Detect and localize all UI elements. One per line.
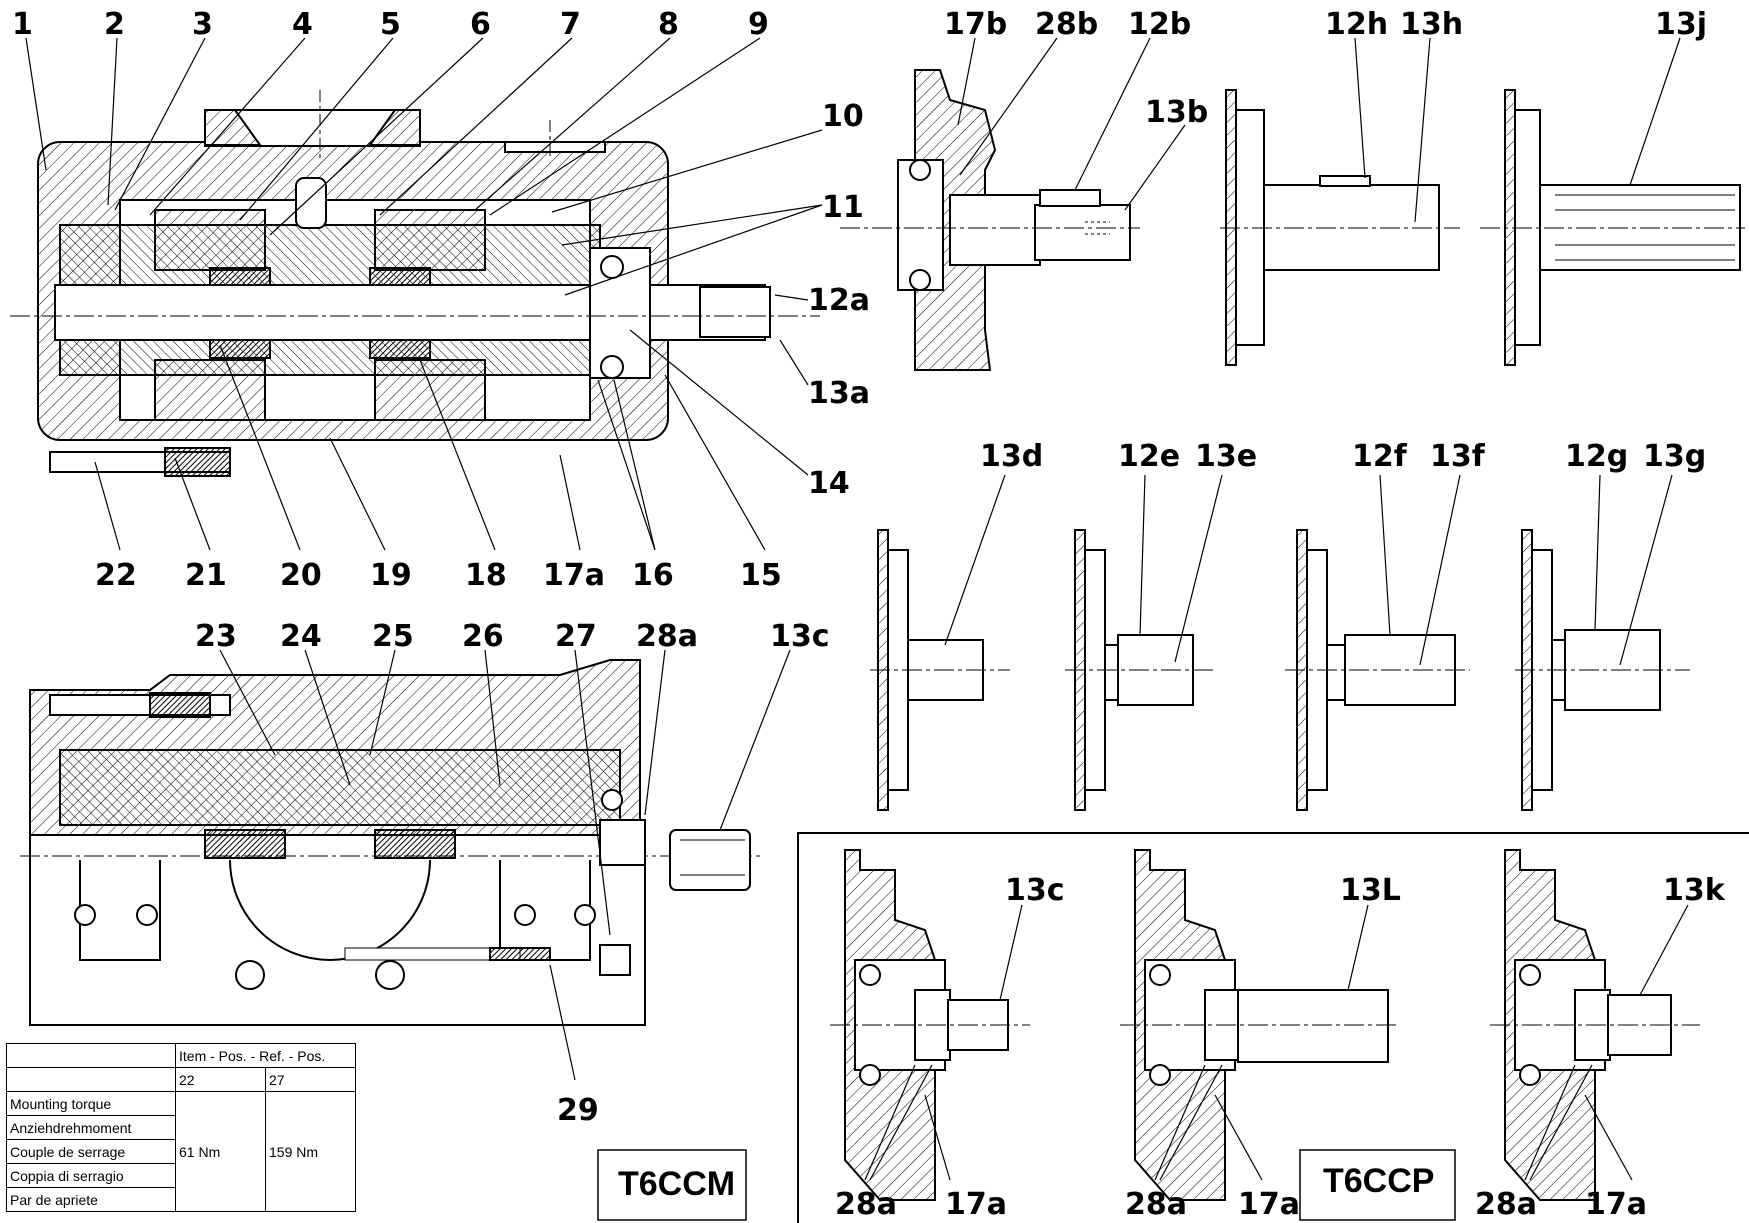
callout-29: 29 [557, 1093, 599, 1128]
callout-12g: 12g [1565, 439, 1628, 474]
table-corner [6, 1043, 176, 1068]
table-row-label: Couple de serrage [6, 1139, 176, 1164]
callout-box-17a-2: 17a [1238, 1187, 1300, 1222]
table-row-label: Coppia di serragio [6, 1163, 176, 1188]
callout-21: 21 [185, 558, 227, 593]
callout-13c: 13c [770, 619, 830, 654]
callout-11: 11 [822, 190, 864, 225]
callout-13g: 13g [1643, 439, 1706, 474]
t6ccp-variant-c-leaders [864, 904, 1023, 1181]
shaft-variant-g [1515, 529, 1690, 811]
callout-12h: 12h [1325, 7, 1388, 42]
table-item-27: 27 [265, 1067, 356, 1092]
callout-box-13k: 13k [1663, 873, 1726, 908]
callout-18: 18 [465, 558, 507, 593]
callout-box-28a-1: 28a [835, 1187, 897, 1222]
callout-12f: 12f [1352, 439, 1408, 474]
callout-box-28a-3: 28a [1475, 1187, 1537, 1222]
callout-13h: 13h [1400, 7, 1463, 42]
main-leader-lines [25, 37, 823, 551]
callout-4: 4 [292, 7, 313, 42]
shaft-variant-j [1480, 89, 1745, 366]
t6ccp-variant-c [830, 849, 1030, 1201]
callout-26: 26 [462, 619, 504, 654]
t6ccp-variant-k [1490, 849, 1700, 1201]
callout-box-17a-3: 17a [1585, 1187, 1647, 1222]
callout-8: 8 [658, 7, 679, 42]
callout-6: 6 [470, 7, 491, 42]
t6ccm-leaders [219, 649, 791, 1081]
callout-13j: 13j [1655, 7, 1707, 42]
model-label-t6ccm: T6CCM [618, 1165, 735, 1203]
callout-12a: 12a [808, 283, 870, 318]
shaft-variant-e-leaders [1139, 474, 1223, 663]
callout-28b: 28b [1035, 7, 1098, 42]
shaft-variant-e [1065, 529, 1215, 811]
callout-12e: 12e [1118, 439, 1180, 474]
table-row-label: Mounting torque [6, 1091, 176, 1116]
main-section-view [10, 90, 820, 477]
shaft-variant-g-leaders [1594, 474, 1673, 666]
callout-box-13c: 13c [1005, 873, 1065, 908]
callout-23: 23 [195, 619, 237, 654]
callout-24: 24 [280, 619, 322, 654]
callout-13b: 13b [1145, 95, 1208, 130]
t6ccm-view [20, 659, 760, 1026]
callout-box-17a-1: 17a [945, 1187, 1007, 1222]
callout-7: 7 [560, 7, 581, 42]
callout-28a: 28a [636, 619, 698, 654]
callout-17b: 17b [944, 7, 1007, 42]
callout-20: 20 [280, 558, 322, 593]
callout-13f: 13f [1430, 439, 1486, 474]
table-row-label: Par de apriete [6, 1187, 176, 1212]
shaft-variant-b-leaders [957, 37, 1186, 211]
callout-10: 10 [822, 99, 864, 134]
shaft-variant-h-leaders [1354, 37, 1431, 223]
callout-22: 22 [95, 558, 137, 593]
callout-25: 25 [372, 619, 414, 654]
t6ccp-variant-l-leaders [1154, 904, 1369, 1181]
model-label-t6ccp: T6CCP [1323, 1162, 1434, 1200]
shaft-variant-f [1285, 529, 1470, 811]
table-value-22: 61 Nm [175, 1091, 266, 1212]
shaft-variant-d-leader [944, 474, 1006, 646]
callout-16: 16 [632, 558, 674, 593]
t6ccp-variant-l [1120, 849, 1400, 1201]
callout-17a: 17a [543, 558, 605, 593]
shaft-variant-j-leader [1629, 37, 1681, 186]
callout-box-13L: 13L [1340, 873, 1401, 908]
callout-9: 9 [748, 7, 769, 42]
callout-12b: 12b [1128, 7, 1191, 42]
callout-5: 5 [380, 7, 401, 42]
main-callouts: 1 2 3 4 5 6 7 8 9 10 11 12a 13a 14 22 21… [12, 7, 870, 593]
callout-15: 15 [740, 558, 782, 593]
table-item-22: 22 [175, 1067, 266, 1092]
callout-1: 1 [12, 7, 33, 42]
callout-3: 3 [192, 7, 213, 42]
callout-2: 2 [104, 7, 125, 42]
callout-13a: 13a [808, 376, 870, 411]
model-label-frame-t6ccm [597, 1149, 747, 1221]
table-header: Item - Pos. - Ref. - Pos. [175, 1043, 356, 1068]
torque-table: Item - Pos. - Ref. - Pos. 22 27 Mounting… [6, 1043, 356, 1212]
callout-27: 27 [555, 619, 597, 654]
shaft-variant-h [1220, 89, 1460, 366]
model-label-frame-t6ccp [1299, 1149, 1456, 1221]
t6ccp-panel: 13c 28a 17a 13L 28a 17a T6CCP [797, 832, 1749, 1223]
table-blank [6, 1067, 176, 1092]
shaft-variant-f-leaders [1379, 474, 1461, 666]
callout-13e: 13e [1195, 439, 1257, 474]
callout-14: 14 [808, 466, 850, 501]
shaft-variant-d [870, 529, 1010, 811]
table-row-label: Anziehdrehmoment [6, 1115, 176, 1140]
shaft-variant-b [840, 69, 1140, 371]
callout-box-28a-2: 28a [1125, 1187, 1187, 1222]
callout-19: 19 [370, 558, 412, 593]
callout-13d: 13d [980, 439, 1043, 474]
table-value-27: 159 Nm [265, 1091, 356, 1212]
t6ccp-variant-k-leaders [1524, 904, 1689, 1181]
